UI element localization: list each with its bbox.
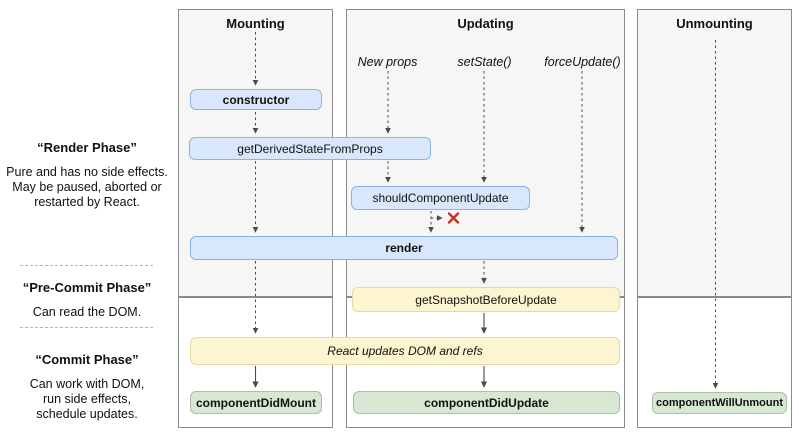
node-should-component-update: shouldComponentUpdate bbox=[351, 186, 530, 210]
render-phase-line: May be paused, aborted or bbox=[12, 180, 162, 194]
phase-divider bbox=[20, 327, 153, 328]
commit-phase-line: run side effects, bbox=[42, 392, 131, 406]
pre-commit-phase-label: “Pre-Commit Phase” Can read the DOM. bbox=[6, 280, 168, 320]
node-get-derived-state-from-props: getDerivedStateFromProps bbox=[189, 137, 431, 160]
trigger-new-props: New props bbox=[357, 55, 418, 69]
node-react-updates-dom: React updates DOM and refs bbox=[190, 337, 620, 365]
commit-phase-line: Can work with DOM, bbox=[29, 377, 145, 391]
render-phase-label: “Render Phase” Pure and has no side effe… bbox=[6, 140, 168, 210]
render-phase-title: “Render Phase” bbox=[37, 140, 137, 155]
trigger-force-update: forceUpdate() bbox=[544, 55, 621, 69]
commit-phase-label: “Commit Phase” Can work with DOM, run si… bbox=[6, 352, 168, 422]
pre-commit-phase-title: “Pre-Commit Phase” bbox=[22, 280, 152, 295]
commit-phase-line: schedule updates. bbox=[36, 407, 138, 421]
column-title-mounting: Mounting bbox=[226, 16, 285, 31]
render-phase-line: restarted by React. bbox=[34, 195, 140, 209]
render-phase-line: Pure and has no side effects. bbox=[6, 165, 168, 179]
node-render: render bbox=[190, 236, 618, 260]
unmounting-render-panel bbox=[637, 9, 792, 297]
node-constructor: constructor bbox=[190, 89, 322, 110]
node-component-will-unmount: componentWillUnmount bbox=[652, 392, 787, 414]
trigger-set-state: setState() bbox=[457, 55, 512, 69]
node-get-snapshot-before-update: getSnapshotBeforeUpdate bbox=[352, 287, 620, 312]
column-title-updating: Updating bbox=[457, 16, 514, 31]
phase-divider bbox=[20, 265, 153, 266]
commit-phase-title: “Commit Phase” bbox=[35, 352, 139, 367]
node-component-did-mount: componentDidMount bbox=[190, 391, 322, 414]
pre-commit-phase-line: Can read the DOM. bbox=[32, 305, 142, 319]
node-component-did-update: componentDidUpdate bbox=[353, 391, 620, 414]
column-title-unmounting: Unmounting bbox=[676, 16, 753, 31]
